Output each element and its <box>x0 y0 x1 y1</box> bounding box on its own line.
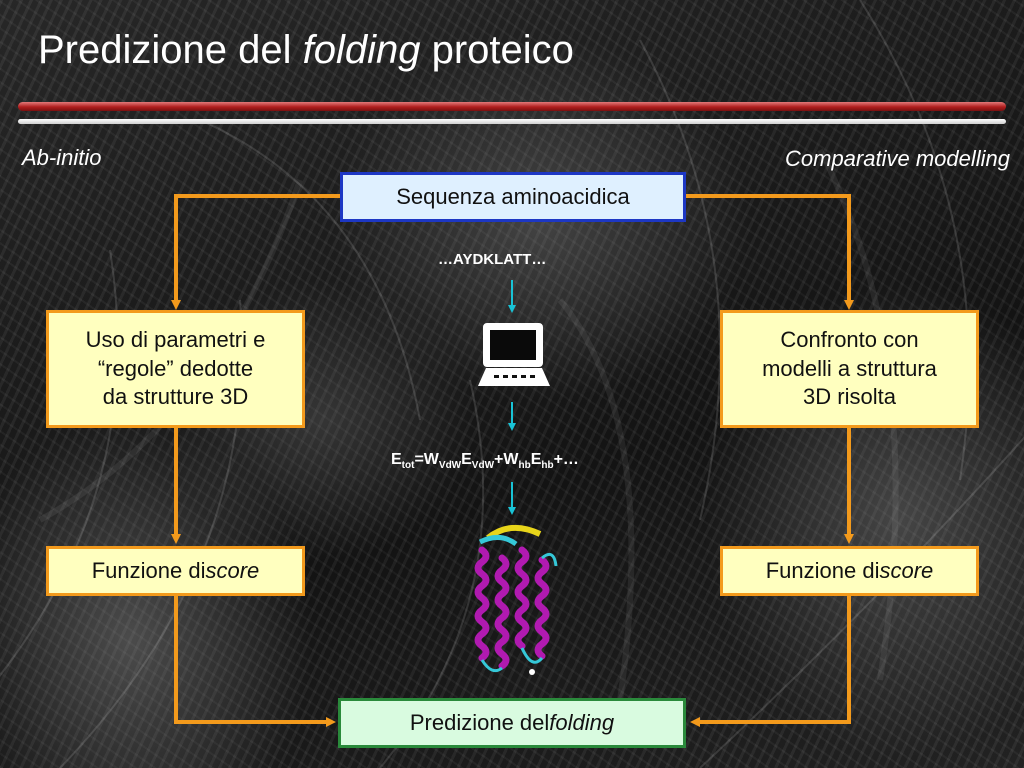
energy-term: +W <box>494 451 519 468</box>
right-compare-line-3: 3D risolta <box>803 384 896 410</box>
title-underline-white <box>18 119 1006 124</box>
energy-term: +… <box>553 451 579 468</box>
energy-subscript: tot <box>401 460 415 472</box>
title-underline-red <box>18 102 1006 111</box>
ab-initio-label: Ab-initio <box>22 145 102 170</box>
arrow-sequence-to-right <box>686 194 854 310</box>
right-compare-line-2: modelli a struttura <box>762 355 937 381</box>
prediction-box: Predizione del folding <box>338 698 686 748</box>
energy-subscript: VdW <box>471 460 495 472</box>
energy-term: E <box>391 451 402 468</box>
protein-structure-image <box>474 525 558 675</box>
slide-title: Predizione del folding proteico <box>38 28 574 72</box>
energy-subscript: hb <box>541 460 554 472</box>
right-score-box: Funzione di score <box>720 546 979 596</box>
right-compare-box: Confronto con modelli a struttura 3D ris… <box>720 310 979 428</box>
left-rules-line-3: da strutture 3D <box>102 384 249 410</box>
left-score-box: Funzione di score <box>46 546 305 596</box>
energy-subscript: VdW <box>438 460 462 472</box>
energy-term: =W <box>414 451 439 468</box>
right-compare-line-1: Confronto con <box>780 327 919 353</box>
sequence-box: Sequenza aminoacidica <box>340 172 686 222</box>
left-rules-box: Uso di parametri e “regole” dedotte da s… <box>46 310 305 428</box>
computer-icon <box>478 323 550 386</box>
arrow-right-score-to-prediction <box>690 596 851 727</box>
energy-formula: Etot=WVdWEVdW+WhbEhb+… <box>391 451 579 471</box>
comparative-modelling-label: Comparative modelling <box>785 146 1010 171</box>
energy-term: E <box>461 451 472 468</box>
left-rules-line-2: “regole” dedotte <box>97 355 254 381</box>
left-rules-line-1: Uso di parametri e <box>85 327 266 353</box>
sequence-snippet: …AYDKLATT… <box>438 251 547 268</box>
energy-subscript: hb <box>518 460 531 472</box>
arrow-left-score-to-prediction <box>174 596 336 727</box>
energy-term: E <box>530 451 542 468</box>
arrow-sequence-to-left <box>171 194 340 310</box>
